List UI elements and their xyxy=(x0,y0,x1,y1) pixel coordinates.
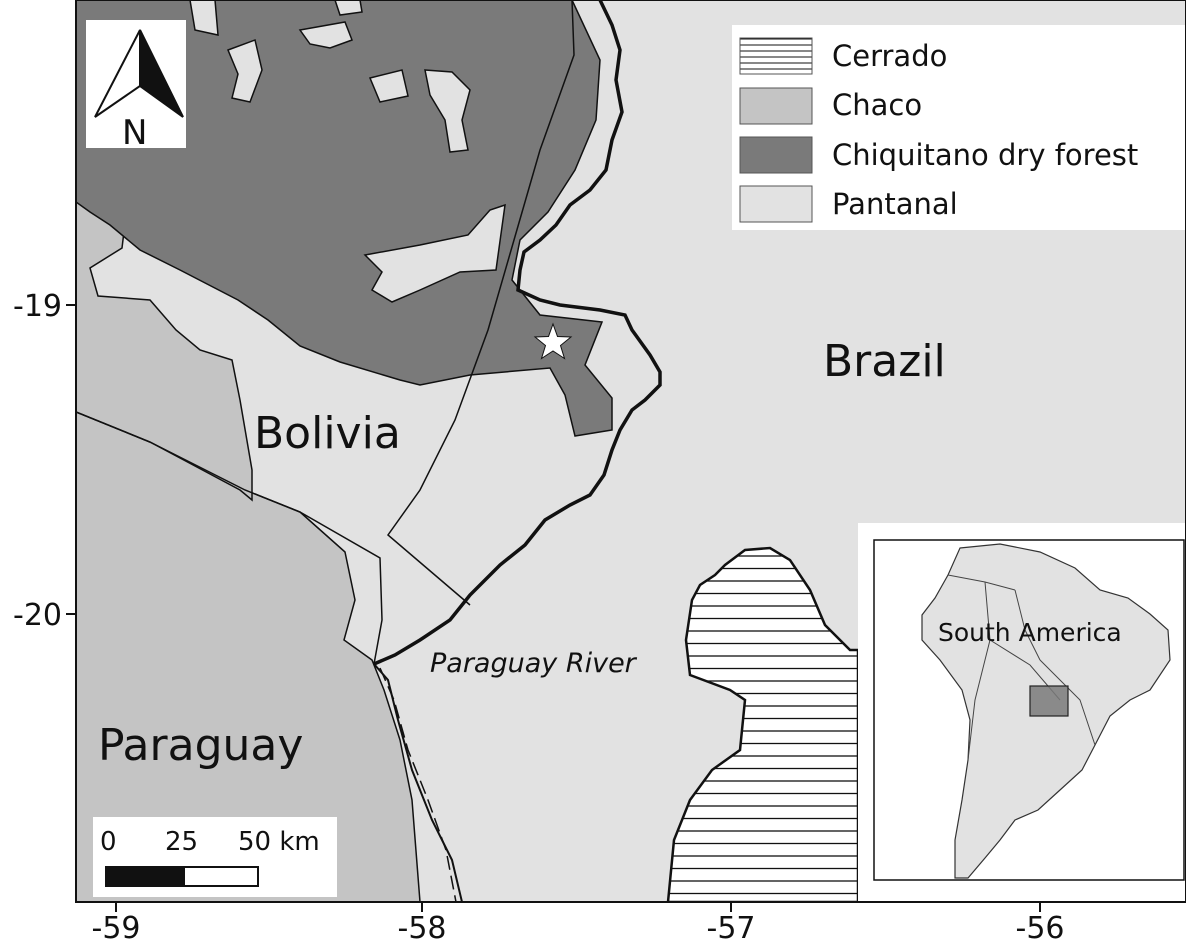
scale-segment-white xyxy=(183,866,259,887)
north-label: N xyxy=(122,113,147,153)
x-tick-label: -57 xyxy=(707,911,756,941)
y-tick-label: -20 xyxy=(13,598,62,633)
x-tick-label: -56 xyxy=(1016,911,1065,941)
scale-label-0: 0 xyxy=(100,827,117,857)
legend-label-chiquitano: Chiquitano dry forest xyxy=(832,138,1138,172)
legend-swatch-chiquitano xyxy=(739,136,813,174)
boundary-lines xyxy=(76,0,575,665)
cerrado-region xyxy=(666,546,860,902)
x-axis xyxy=(115,902,1041,912)
scale-segment-black xyxy=(105,866,185,887)
scale-label-50: 50 km xyxy=(238,827,320,857)
north-arrow: N xyxy=(86,20,186,153)
river-border xyxy=(373,663,463,902)
brazil-label: Brazil xyxy=(823,336,946,387)
scale-bar: 0 25 50 km xyxy=(93,817,337,897)
chiquitano-forest-region xyxy=(76,0,613,437)
y-axis xyxy=(66,304,76,615)
legend-label-chaco: Chaco xyxy=(832,88,922,122)
star-icon xyxy=(533,322,573,360)
x-tick-label: -59 xyxy=(92,911,141,941)
map-frame xyxy=(75,0,1186,903)
paraguay-label: Paraguay xyxy=(98,720,303,771)
x-tick-label: -58 xyxy=(398,911,447,941)
pantanal-inlets xyxy=(189,0,506,303)
river-dash xyxy=(379,667,457,902)
paraguay-river-label: Paraguay River xyxy=(430,648,638,679)
inset-map: South America xyxy=(858,523,1186,901)
legend-swatch-chaco xyxy=(739,87,813,125)
south-america-label: South America xyxy=(938,618,1122,647)
y-tick-label: -19 xyxy=(13,289,62,324)
legend-swatch-pantanal xyxy=(739,185,813,223)
study-area-box xyxy=(1029,685,1069,717)
legend-swatch-cerrado xyxy=(739,37,813,75)
legend-label-pantanal: Pantanal xyxy=(832,187,958,221)
bolivia-label: Bolivia xyxy=(254,408,401,459)
legend: Cerrado Chaco Chiquitano dry forest Pant… xyxy=(732,25,1186,230)
scale-label-25: 25 xyxy=(165,827,198,857)
legend-label-cerrado: Cerrado xyxy=(832,39,947,73)
inset-borders xyxy=(947,574,1096,761)
international-border xyxy=(373,0,662,666)
